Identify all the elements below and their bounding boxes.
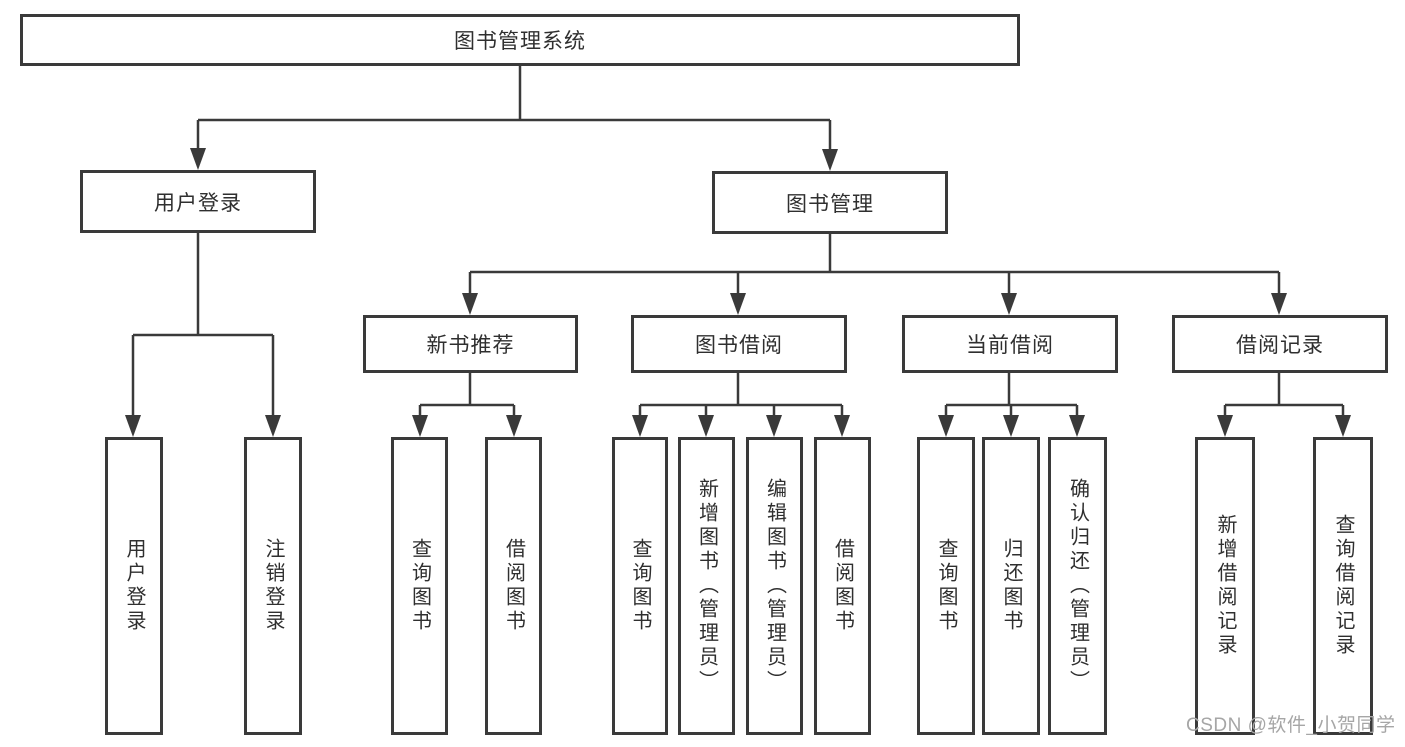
leaf-query-borrow-record-label: 查询借阅记录: [1332, 514, 1354, 658]
leaf-return-books-label: 归还图书: [1000, 538, 1022, 634]
leaf-user-login-label: 用户登录: [123, 538, 145, 634]
leaf-borrow-query-books: 查询图书: [612, 437, 668, 735]
leaf-return-books: 归还图书: [982, 437, 1040, 735]
arrowhead-group-current: [1001, 293, 1017, 315]
node-root-label: 图书管理系统: [454, 30, 586, 53]
node-user-login-label: 用户登录: [154, 191, 242, 215]
watermark: CSDN @软件_小贺同学: [1186, 715, 1396, 736]
connector-root: [196, 66, 832, 151]
leaf-add-books-admin-label: 新增图书（管理员）: [695, 478, 718, 694]
leaf-logout: 注销登录: [244, 437, 302, 735]
node-borrowing-records: 借阅记录: [1172, 315, 1388, 373]
leaf-edit-books-admin-label: 编辑图书（管理员）: [763, 478, 786, 694]
node-current-borrowing-label: 当前借阅: [966, 334, 1054, 357]
leaf-query-borrow-record: 查询借阅记录: [1313, 437, 1373, 735]
connector-book-management: [468, 234, 1281, 295]
arrowhead-group-borrow: [730, 293, 746, 315]
node-new-book-recommend-label: 新书推荐: [426, 334, 515, 357]
arrowhead-user-login: [190, 148, 206, 170]
leaf-user-login: 用户登录: [105, 437, 163, 735]
node-borrowing-records-label: 借阅记录: [1236, 334, 1324, 357]
arrowhead-leaf-login: [125, 415, 141, 437]
connector-group-recommend: [418, 373, 516, 417]
node-current-borrowing: 当前借阅: [902, 315, 1118, 373]
arrowhead-leaf-logout: [265, 415, 281, 437]
arrowhead-group-recommend: [462, 293, 478, 315]
leaf-borrow-books-label: 借阅图书: [831, 538, 854, 634]
node-user-login: 用户登录: [80, 170, 316, 233]
connector-group-current: [944, 373, 1079, 417]
node-book-management: 图书管理: [712, 171, 948, 234]
leaf-borrow-query-books-label: 查询图书: [629, 538, 651, 634]
connector-user-login: [131, 233, 275, 417]
leaf-confirm-return-admin: 确认归还（管理员）: [1048, 437, 1107, 735]
arrowhead-group-records: [1271, 293, 1287, 315]
leaf-recommend-query-books-label: 查询图书: [408, 538, 431, 634]
node-root: 图书管理系统: [20, 14, 1020, 66]
leaf-recommend-borrow-books: 借阅图书: [485, 437, 542, 735]
node-book-borrowing-label: 图书借阅: [695, 334, 783, 357]
leaf-logout-label: 注销登录: [262, 538, 284, 634]
connector-group-borrow: [638, 373, 844, 417]
leaf-recommend-query-books: 查询图书: [391, 437, 448, 735]
leaf-edit-books-admin: 编辑图书（管理员）: [746, 437, 803, 735]
arrowhead-book-management: [822, 149, 838, 171]
leaf-borrow-books: 借阅图书: [814, 437, 871, 735]
connector-group-records: [1223, 373, 1345, 417]
node-new-book-recommend: 新书推荐: [363, 315, 578, 373]
node-book-borrowing: 图书借阅: [631, 315, 847, 373]
node-book-management-label: 图书管理: [786, 192, 874, 216]
leaf-add-books-admin: 新增图书（管理员）: [678, 437, 735, 735]
leaf-add-borrow-record-label: 新增借阅记录: [1214, 514, 1236, 658]
leaf-confirm-return-admin-label: 确认归还（管理员）: [1066, 478, 1089, 694]
leaf-current-query-books: 查询图书: [917, 437, 975, 735]
leaf-current-query-books-label: 查询图书: [935, 538, 957, 634]
leaf-recommend-borrow-books-label: 借阅图书: [502, 538, 525, 634]
leaf-add-borrow-record: 新增借阅记录: [1195, 437, 1255, 735]
